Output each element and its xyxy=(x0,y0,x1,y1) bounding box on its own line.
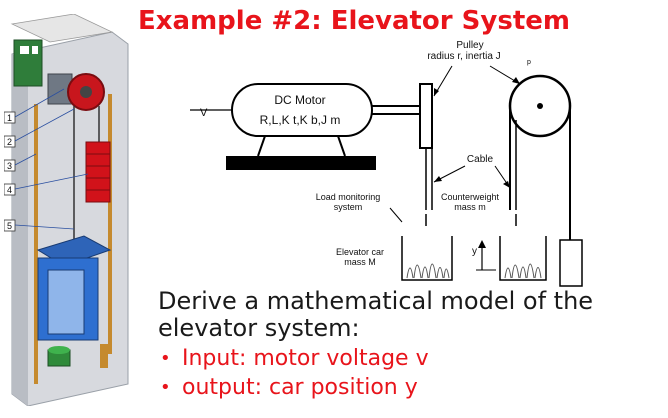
motor-base xyxy=(226,156,376,170)
voltage-label: V xyxy=(200,107,208,119)
body-text: Derive a mathematical model of the eleva… xyxy=(158,288,668,342)
elevator-car xyxy=(401,236,453,281)
load-monitoring-label-line2: system xyxy=(334,202,363,212)
elevator-schematic: V DC Motor R,L,K t,K b,J m Pulley radius… xyxy=(190,40,583,287)
callout-3: 3 xyxy=(7,161,12,171)
y-label: y xyxy=(472,246,477,257)
motor-params: R,L,K t,K b,J m xyxy=(260,113,341,127)
cable-label: Cable xyxy=(467,154,494,165)
pulley-label-line1: Pulley xyxy=(456,40,483,51)
callout-1: 1 xyxy=(7,113,12,123)
callout-4: 4 xyxy=(7,185,12,195)
body-line-2: elevator system: xyxy=(158,314,360,342)
car-label-line2: mass M xyxy=(344,257,376,267)
load-monitoring-label-line1: Load monitoring xyxy=(316,192,381,202)
body-line-1: Derive a mathematical model of the xyxy=(158,287,594,315)
pulley-label-sub: p xyxy=(527,59,531,66)
callout-labels: 1 2 3 4 5 xyxy=(4,88,89,232)
bullet-dot-icon: • xyxy=(160,377,171,398)
callout-2: 2 xyxy=(7,137,12,147)
counterweight-block xyxy=(559,239,583,287)
drum xyxy=(419,83,433,149)
counterweight-label-line1: Counterweight xyxy=(441,192,500,202)
elevator-shaft-illustration: 1 2 3 4 5 xyxy=(4,14,129,406)
dc-motor-body xyxy=(231,83,373,137)
motor-title: DC Motor xyxy=(274,93,325,107)
counterweight-label-line2: mass m xyxy=(454,202,486,212)
bullet-dot-icon: • xyxy=(160,348,171,369)
pulley-label-line2: radius r, inertia J xyxy=(427,51,500,62)
slide-title: Example #2: Elevator System xyxy=(138,6,570,36)
bullet-input-text: Input: motor voltage v xyxy=(182,346,429,371)
bullet-input: • Input: motor voltage v xyxy=(160,344,429,373)
bullet-output-text: output: car position y xyxy=(182,375,418,400)
car-label-line1: Elevator car xyxy=(336,247,384,257)
callout-5: 5 xyxy=(7,221,12,231)
bullet-list: • Input: motor voltage v • output: car p… xyxy=(160,344,429,402)
bullet-output: • output: car position y xyxy=(160,373,429,402)
second-car xyxy=(499,236,547,281)
